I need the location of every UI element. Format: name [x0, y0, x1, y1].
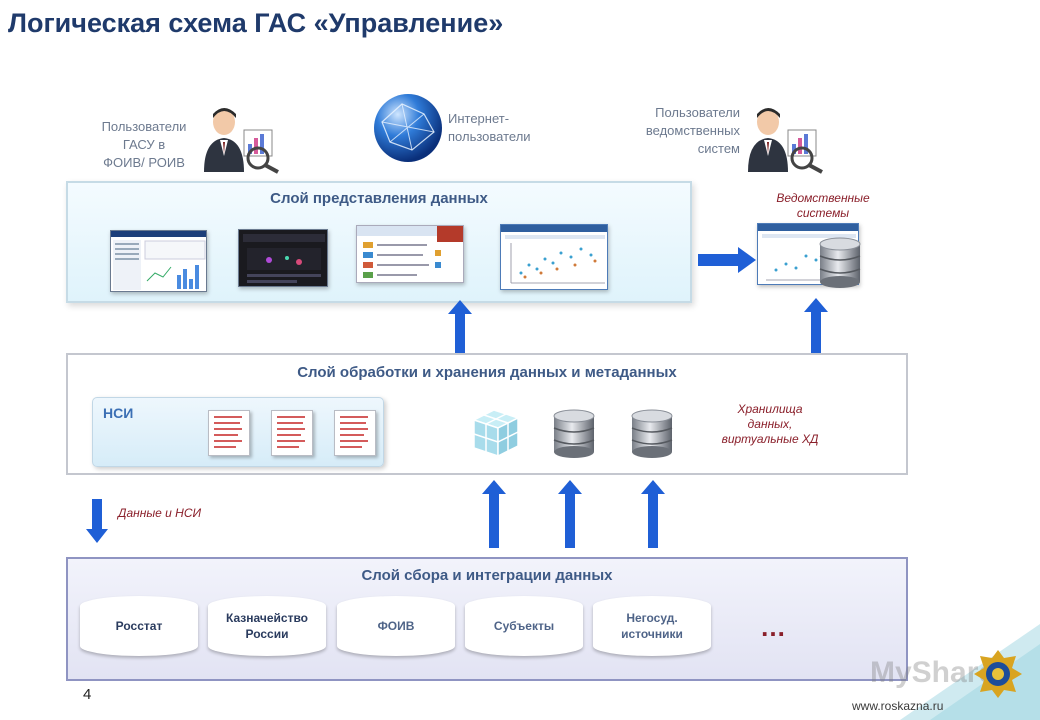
screenshot-thumbnail	[238, 229, 328, 287]
presentation-layer: Слой представления данных	[66, 181, 692, 303]
arrow-down-icon	[86, 499, 108, 543]
source-subjects: Субъекты	[465, 596, 583, 656]
database-icon	[819, 237, 861, 288]
arrow-up-icon	[482, 480, 506, 548]
collection-layer-title: Слой сбора и интеграции данных	[361, 567, 613, 584]
user-analyst-icon	[204, 108, 279, 174]
departmental-systems-note: Ведомственные системы	[776, 191, 870, 220]
page-title: Логическая схема ГАС «Управление»	[8, 8, 504, 38]
screenshot-thumbnail	[356, 225, 464, 283]
screenshot-thumbnail	[110, 230, 207, 292]
arrow-up-icon	[641, 480, 665, 548]
nsi-label: НСИ	[103, 405, 134, 421]
users-gasu-label: Пользователи ГАСУ в ФОИВ/ РОИВ	[101, 119, 187, 170]
globe-icon	[374, 94, 442, 162]
olap-cube-icon	[472, 409, 520, 458]
database-icon	[553, 409, 595, 458]
arrow-up-icon	[804, 298, 828, 354]
document-icon	[208, 410, 250, 456]
arrow-up-icon	[448, 300, 472, 354]
page-number: 4	[83, 686, 92, 703]
user-analyst-icon	[748, 108, 823, 174]
source-nongov: Негосуд.источники	[593, 596, 711, 656]
arrow-up-icon	[558, 480, 582, 548]
nsi-panel: НСИ	[92, 397, 384, 467]
document-icon	[334, 410, 376, 456]
arrow-right-icon	[698, 247, 756, 273]
screenshot-thumbnail	[500, 224, 608, 290]
source-rosstat: Росстат	[80, 596, 198, 656]
source-foiv: ФОИВ	[337, 596, 455, 656]
users-departmental-label: Пользователи ведомственных систем	[645, 105, 740, 156]
ellipsis-more: …	[760, 612, 788, 642]
storage-note: Хранилища данных, виртуальные ХД	[721, 402, 819, 446]
internet-users-label: Интернет- пользователи	[448, 111, 531, 144]
data-nsi-note: Данные и НСИ	[118, 506, 202, 520]
document-icon	[271, 410, 313, 456]
treasury-emblem-icon	[974, 650, 1022, 698]
footer-url: www.roskazna.ru	[852, 699, 944, 713]
presentation-layer-title: Слой представления данных	[270, 190, 488, 207]
processing-layer-title: Слой обработки и хранения данных и метад…	[297, 364, 677, 381]
database-icon	[631, 409, 673, 458]
